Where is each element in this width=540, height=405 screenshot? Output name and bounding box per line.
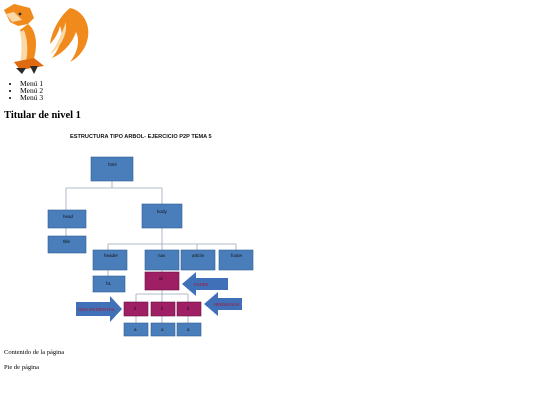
svg-text:PADRE: PADRE (194, 282, 209, 287)
arrow-descendientes: DESCENDIENTES (76, 296, 122, 322)
svg-text:a: a (187, 327, 190, 332)
svg-text:nav: nav (158, 253, 166, 258)
svg-text:li: li (134, 306, 136, 311)
node-li-2: li (150, 301, 176, 317)
node-footer: footer (218, 249, 254, 271)
node-li-1: li (123, 301, 149, 317)
node-a-3: a (176, 322, 202, 337)
svg-text:html: html (108, 162, 117, 167)
svg-text:head: head (63, 214, 74, 219)
svg-text:body: body (157, 209, 168, 214)
node-li-3: li (176, 301, 202, 317)
svg-text:DESCENDIENTES: DESCENDIENTES (78, 307, 115, 312)
svg-text:a: a (134, 327, 137, 332)
node-body: body (141, 203, 183, 229)
footer-text: Pie de página (4, 364, 40, 371)
node-ul: ul (144, 271, 180, 291)
fox-logo-icon (4, 4, 89, 74)
nav-item-menu-1[interactable]: Menú 1 (20, 80, 43, 88)
node-nav: nav (144, 249, 180, 271)
node-head: head (47, 209, 87, 229)
node-a-2: a (150, 322, 176, 337)
page-heading: Titular de nivel 1 (4, 110, 81, 121)
main-content-text: Contenido de la página (4, 349, 65, 356)
svg-text:footer: footer (231, 253, 243, 258)
svg-text:a: a (161, 327, 164, 332)
nav-item-menu-3[interactable]: Menú 3 (20, 94, 43, 102)
svg-text:HERMANOS: HERMANOS (214, 302, 240, 307)
svg-text:ul: ul (159, 276, 163, 281)
svg-text:li: li (187, 306, 189, 311)
svg-text:h1: h1 (106, 281, 112, 286)
node-header: header (92, 249, 128, 271)
tree-structure-diagram: ESTRUCTURA TIPO ARBOL- EJERCICIO P2P TEM… (47, 134, 254, 337)
node-a-1: a (123, 322, 149, 337)
node-article: article (180, 249, 216, 271)
svg-text:article: article (192, 253, 205, 258)
svg-text:header: header (104, 253, 119, 258)
svg-text:title: title (63, 239, 71, 244)
node-title: title (47, 235, 87, 254)
svg-text:li: li (161, 306, 163, 311)
node-html: html (90, 156, 134, 182)
arrow-padre: PADRE (182, 272, 228, 296)
arrow-hermanos: HERMANOS (204, 292, 242, 316)
nav-item-menu-2[interactable]: Menú 2 (20, 87, 43, 95)
main-nav: Menú 1 Menú 2 Menú 3 (8, 80, 43, 102)
diagram-title: ESTRUCTURA TIPO ARBOL- EJERCICIO P2P TEM… (70, 134, 212, 140)
node-h1: h1 (92, 275, 126, 293)
tree-connectors (65, 181, 237, 323)
